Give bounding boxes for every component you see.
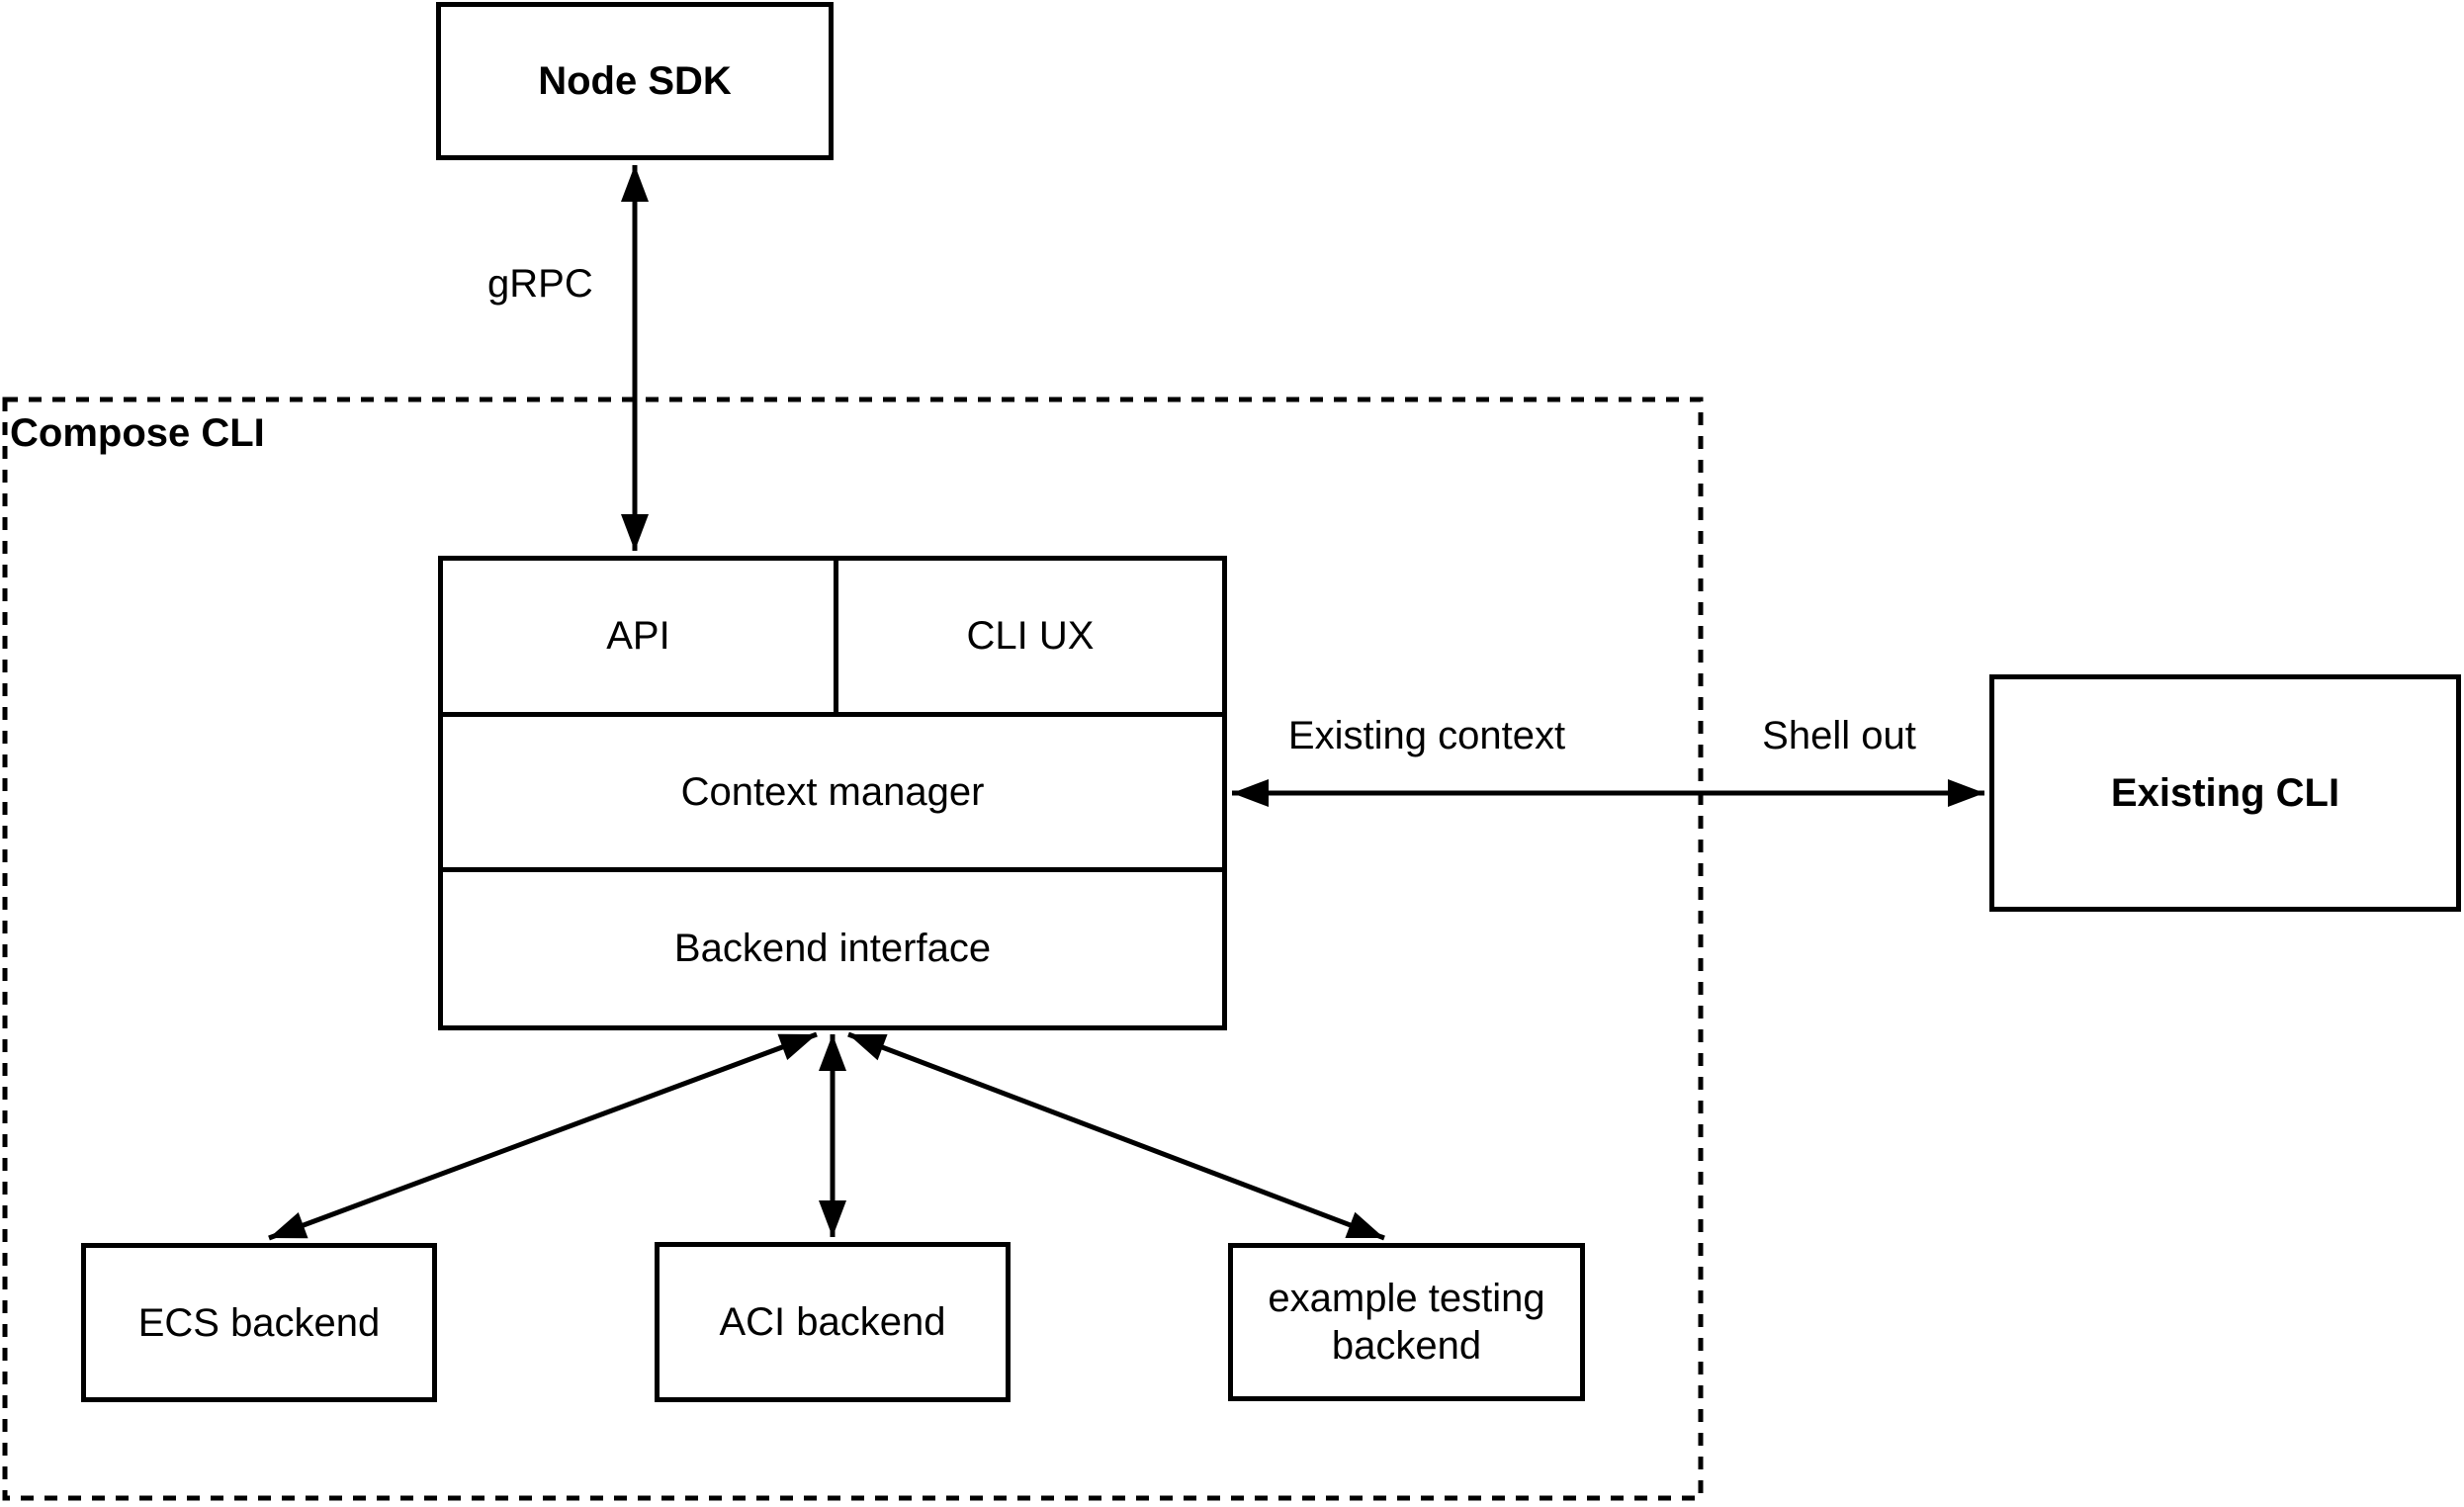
existing-context-edge-label: Existing context <box>1287 714 1566 757</box>
ecs-backend-box: ECS backend <box>81 1243 437 1402</box>
api-box: API <box>443 561 838 712</box>
example-backend-arrow <box>847 1031 1385 1241</box>
grpc-edge-label: gRPC <box>487 262 593 306</box>
api-cliux-row: API CLI UX <box>443 561 1222 717</box>
compose-cli-container-label: Compose CLI <box>10 411 265 455</box>
shell-out-edge-label: Shell out <box>1762 714 1916 757</box>
context-manager-box: Context manager <box>443 717 1222 872</box>
backend-interface-box: Backend interface <box>673 927 992 970</box>
existing-cli-box: Existing CLI <box>1989 674 2461 912</box>
compose-cli-core-stack: API CLI UX Context manager Backend inter… <box>438 556 1227 1030</box>
compose-cli-container-border <box>2 397 1704 1501</box>
example-testing-backend-box: example testing backend <box>1228 1243 1585 1401</box>
node-sdk-box: Node SDK <box>436 2 834 160</box>
aci-backend-box: ACI backend <box>655 1242 1011 1402</box>
cli-ux-box: CLI UX <box>966 614 1095 658</box>
ecs-backend-arrow <box>268 1031 818 1241</box>
